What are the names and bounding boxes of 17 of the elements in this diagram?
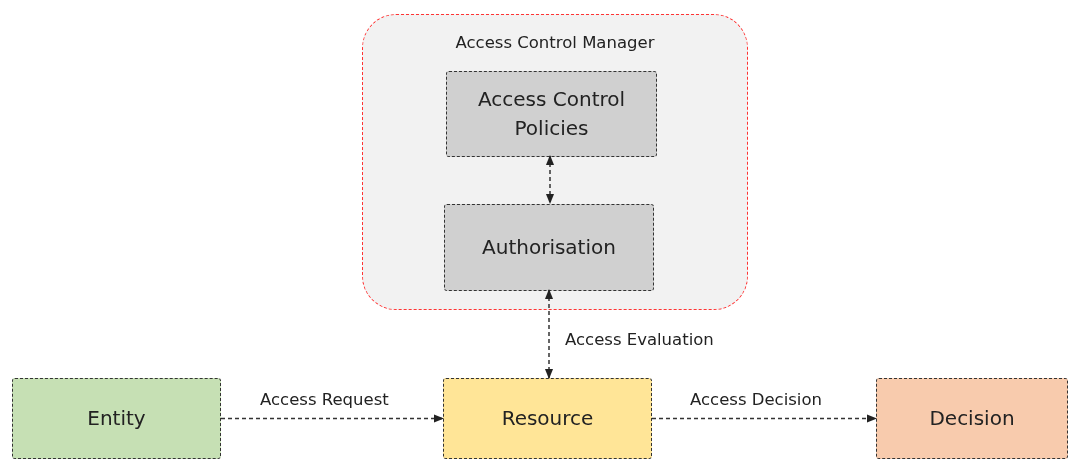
process-box [12,378,221,459]
dashed-arrow [220,414,445,423]
process-box [876,378,1068,459]
box-label: Entity [86,405,147,432]
group-container [362,14,748,310]
process-box [443,378,652,459]
dashed-arrow [545,154,555,205]
box-label: Resource [500,405,595,432]
group-title: Access Control Manager [455,33,655,52]
box-label: Authorisation [481,234,617,261]
process-box [444,204,654,291]
dashed-arrow [544,288,554,380]
edge-label: Access Request [258,390,391,409]
box-label: Access Control Policies [476,86,627,142]
box-label: Decision [928,405,1016,432]
dashed-arrow [651,414,878,423]
process-box [446,71,657,157]
